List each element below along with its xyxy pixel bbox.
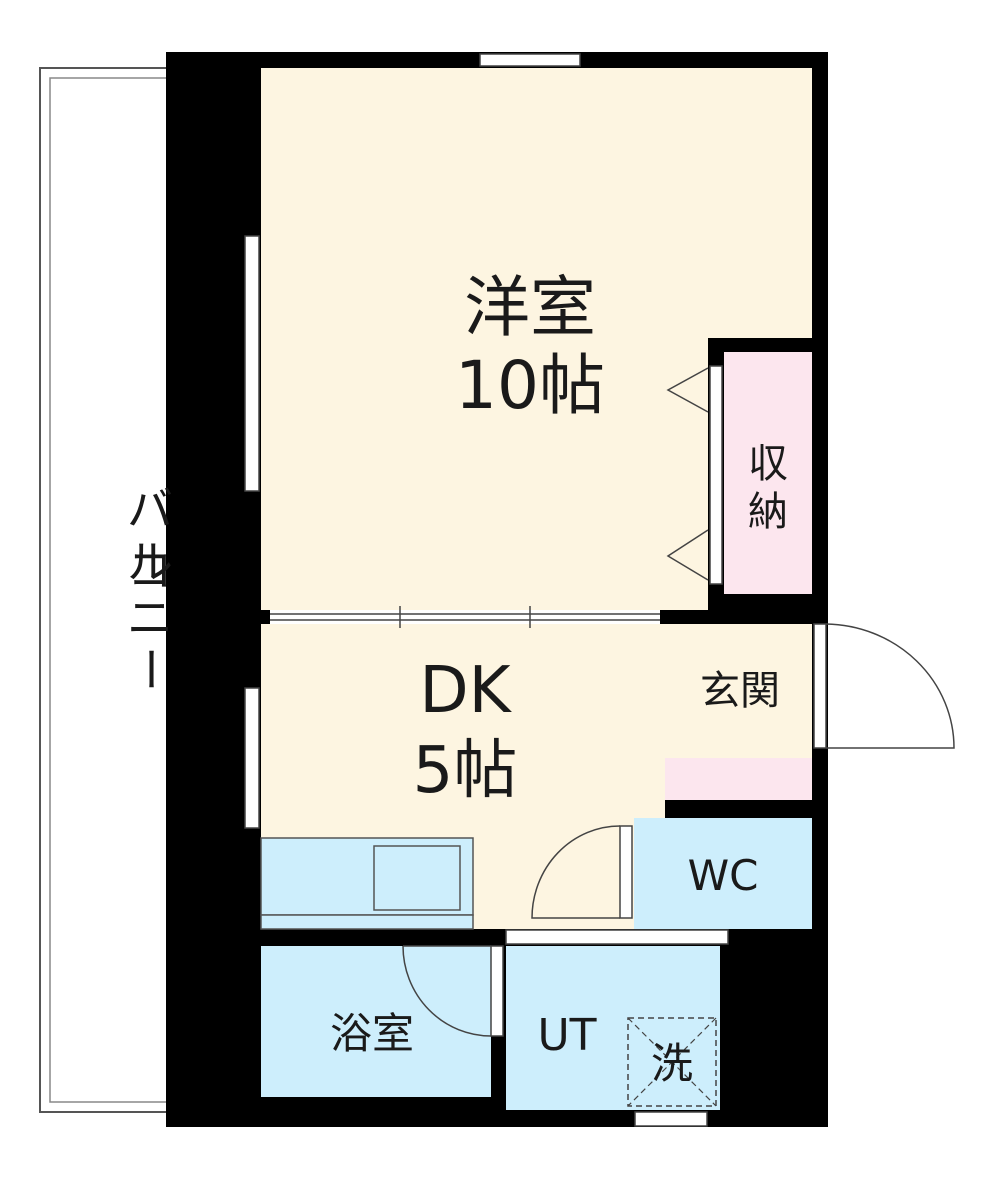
utility-room bbox=[506, 946, 720, 1110]
entrance-label: 玄関 bbox=[700, 668, 780, 714]
western-room-size: 10帖 bbox=[455, 347, 605, 424]
storage-door bbox=[666, 365, 723, 585]
balcony-char-4: ニ bbox=[127, 591, 173, 645]
wc-door bbox=[531, 825, 633, 919]
washer-label: 洗 bbox=[651, 1039, 693, 1088]
utility-door bbox=[505, 929, 729, 945]
balcony-label: バ ル コ ニ bbox=[127, 482, 173, 645]
western-room-name: 洋室 bbox=[464, 269, 596, 346]
wc-label: WC bbox=[688, 851, 759, 900]
bath-door bbox=[402, 945, 504, 1037]
storage-label-1: 収 bbox=[748, 441, 788, 487]
balcony bbox=[39, 67, 168, 1113]
entrance-room bbox=[665, 624, 812, 758]
balcony-char-1: バ bbox=[127, 482, 173, 536]
utility-label: UT bbox=[537, 1010, 596, 1061]
washer-space bbox=[627, 1017, 717, 1107]
dk-room-name: DK bbox=[419, 654, 512, 728]
storage-room bbox=[724, 352, 812, 594]
balcony-char-3: コ bbox=[127, 543, 173, 597]
sliding-door bbox=[270, 606, 660, 628]
wc-room bbox=[634, 818, 812, 929]
balcony-long-vowel-text: ー bbox=[123, 646, 177, 692]
windows bbox=[244, 53, 708, 1127]
dk-room-size: 5帖 bbox=[413, 734, 518, 808]
balcony-long-vowel: ー bbox=[123, 646, 177, 692]
balcony-char-2: ル bbox=[127, 535, 173, 589]
storage-label-2: 納 bbox=[748, 489, 788, 535]
entrance-step bbox=[665, 758, 812, 800]
bath-label: 浴室 bbox=[330, 1009, 414, 1058]
kitchen-counter bbox=[260, 837, 474, 930]
entrance-door bbox=[813, 623, 955, 749]
bath-room bbox=[261, 946, 491, 1097]
